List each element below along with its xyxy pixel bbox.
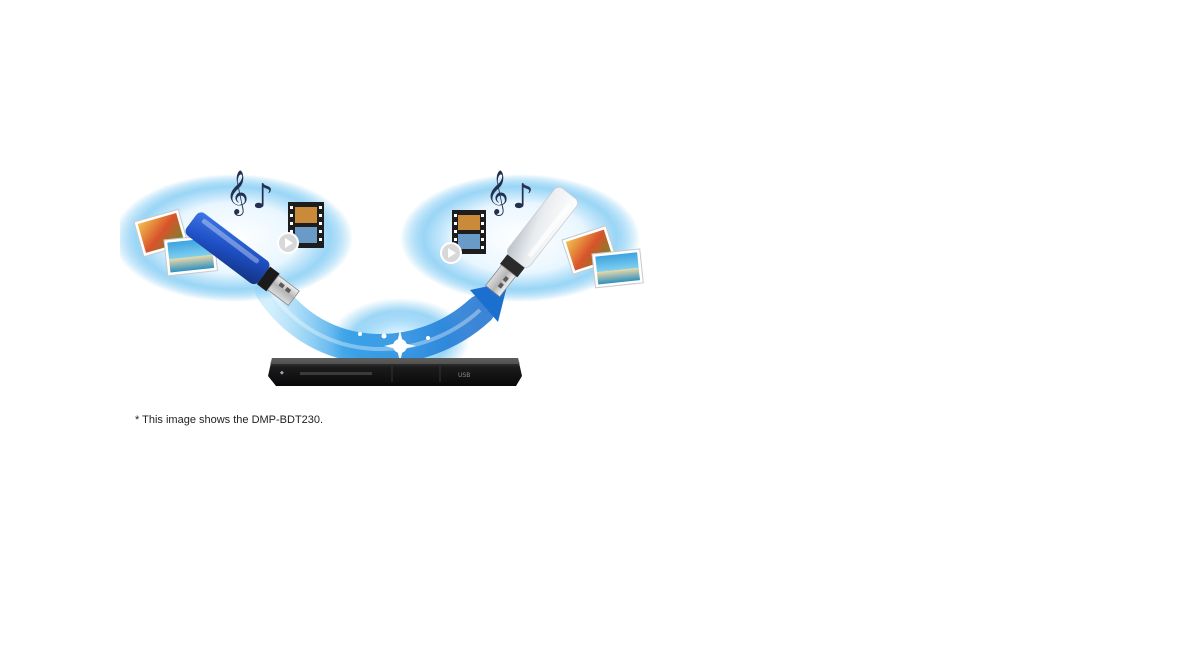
svg-text:♪: ♪ xyxy=(252,177,274,217)
image-caption: * This image shows the DMP-BDT230. xyxy=(135,414,324,426)
video-film-icon xyxy=(440,210,486,264)
svg-text:♪: ♪ xyxy=(512,177,534,217)
svg-text:𝄞: 𝄞 xyxy=(486,170,508,216)
usb-drive-white xyxy=(484,186,578,298)
blu-ray-player: ◆ USB xyxy=(268,358,522,386)
photo-stack-icon xyxy=(561,225,644,289)
svg-text:◆: ◆ xyxy=(280,370,284,376)
photo-stack-icon xyxy=(133,208,219,277)
music-notes-icon: 𝄞 ♪ xyxy=(226,170,274,217)
music-notes-icon: 𝄞 ♪ xyxy=(486,170,534,217)
player-display-text: USB xyxy=(458,372,470,379)
usb-drive-blue xyxy=(185,212,300,306)
video-film-icon xyxy=(277,202,324,254)
usb-transfer-illustration: 𝄞 ♪ xyxy=(120,170,644,386)
svg-text:𝄞: 𝄞 xyxy=(226,170,248,216)
sparkle-icon xyxy=(358,330,430,362)
